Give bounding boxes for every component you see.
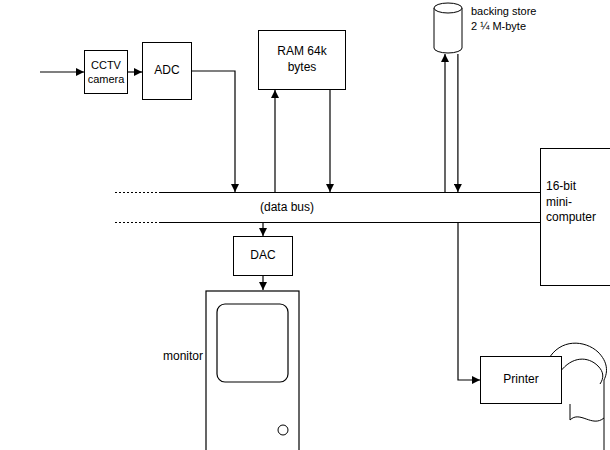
printer-box: Printer (480, 356, 562, 404)
node-label: backing store 2 ¼ M-byte (471, 4, 539, 34)
monitor-screen (217, 304, 288, 382)
bus-connector (128, 71, 142, 72)
node-label: monitor (163, 348, 203, 364)
bus-dotted-extension (115, 222, 160, 223)
node-label: (data bus) (260, 200, 314, 216)
ram-box: RAM 64k bytes (258, 30, 346, 90)
data-bus-band: (data bus) (160, 192, 540, 223)
node-label: Printer (503, 372, 538, 388)
minicomputer-box: 16-bit mini-computer (540, 148, 610, 286)
bus-connector (274, 90, 275, 192)
node-label: 16-bit mini-computer (546, 179, 599, 226)
adc-box: ADC (142, 42, 192, 100)
monitor-case (206, 291, 299, 450)
node-label: RAM 64k bytes (271, 44, 333, 75)
monitor-knob (278, 425, 288, 435)
bus-connector (262, 276, 263, 290)
bus-connector (262, 223, 263, 236)
cylinder-top (434, 3, 462, 13)
dac-box: DAC (233, 236, 293, 276)
printer-paper (560, 359, 603, 384)
monitor-outline (205, 290, 300, 450)
node-label: ADC (154, 63, 179, 79)
cylinder-outline (433, 2, 463, 54)
bus-connector (192, 71, 235, 192)
bus-connector (329, 90, 330, 192)
monitor-shape: monitor (205, 290, 300, 450)
camera-box: CCTV camera (84, 50, 128, 94)
cylinder-body (434, 8, 462, 53)
node-label: DAC (250, 248, 275, 264)
backing-store-cylinder: backing store 2 ¼ M-byte (433, 2, 463, 54)
node-label: CCTV camera (88, 58, 125, 87)
bus-connector (444, 54, 445, 192)
bus-dotted-extension (115, 192, 160, 193)
bus-connector (458, 223, 480, 380)
printer-paper (570, 404, 604, 421)
input-signal-arrow (40, 71, 84, 72)
bus-connector (457, 54, 458, 192)
